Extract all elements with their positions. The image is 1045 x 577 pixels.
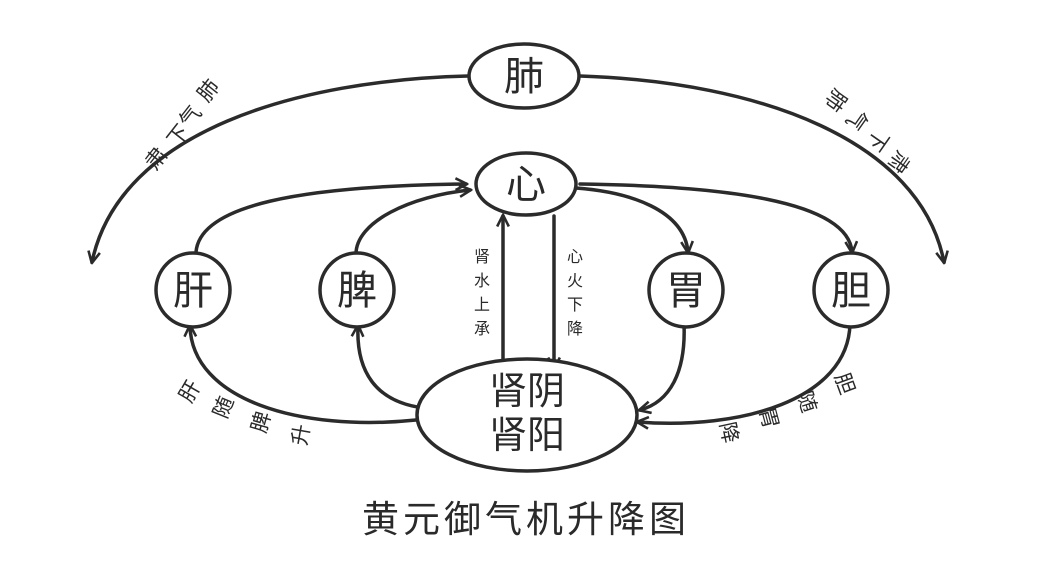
label-char: 脾: [247, 409, 276, 436]
stomach-node: 胃: [647, 251, 725, 329]
heart-to-stomach-arc: [574, 186, 688, 252]
liver-spleen-text: 肝 随 脾 升: [174, 376, 314, 447]
label-char: 肺: [193, 75, 225, 106]
lung-qi-left-text: 肺 气 下 肃: [141, 75, 225, 174]
label-char: 胆: [830, 370, 860, 398]
liver-node: 肝: [154, 251, 232, 329]
kidney-yang-label: 肾阳: [489, 413, 565, 457]
lung-right-arc: [578, 74, 944, 262]
liver-label: 肝: [173, 268, 213, 314]
gallbladder-node: 胆: [812, 251, 890, 329]
spleen-label: 脾: [337, 268, 377, 314]
kidney-to-spleen-arc: [358, 326, 426, 410]
label-char: 心: [567, 247, 583, 266]
label-char: 肃: [883, 147, 915, 178]
label-char: 下: [567, 295, 583, 314]
heart-node: 心: [474, 151, 578, 217]
label-char: 降: [715, 420, 743, 446]
label-char: 随: [208, 393, 238, 421]
label-char: 肝: [174, 376, 205, 406]
lung-label: 肺: [504, 54, 544, 100]
stomach-to-kidney-arc: [640, 322, 686, 410]
heart-label: 心: [506, 162, 546, 208]
label-char: 水: [474, 271, 490, 290]
label-char: 随: [792, 388, 821, 415]
label-char: 火: [567, 271, 583, 290]
diagram-title: 黄元御气机升降图: [362, 498, 690, 541]
heart-fire-text: 心 火 下 降: [567, 247, 583, 338]
kidney-water-text: 肾 水 上 承: [474, 247, 490, 338]
label-char: 上: [474, 295, 490, 314]
heart-to-gallbladder-arc: [578, 182, 852, 252]
label-char: 降: [567, 319, 583, 338]
label-char: 承: [474, 319, 490, 338]
spleen-to-heart-arc: [354, 190, 470, 256]
gallbladder-label: 胆: [831, 268, 871, 314]
label-char: 胃: [754, 405, 783, 431]
label-char: 升: [287, 422, 314, 447]
spleen-node: 脾: [318, 251, 396, 329]
kidney-node: 肾阴 肾阳: [415, 357, 639, 473]
lung-left-arc: [92, 74, 470, 262]
liver-to-heart-arc: [194, 184, 466, 254]
gallbladder-to-kidney-arc: [638, 322, 852, 423]
stomach-label: 胃: [666, 268, 706, 314]
kidney-yin-label: 肾阴: [489, 369, 565, 413]
label-char: 肾: [474, 247, 490, 266]
gall-stomach-text: 胆 随 胃 降: [715, 370, 860, 446]
kidney-to-liver-arc: [190, 326, 418, 425]
lung-node: 肺: [467, 42, 581, 110]
label-char: 肺: [820, 85, 852, 116]
